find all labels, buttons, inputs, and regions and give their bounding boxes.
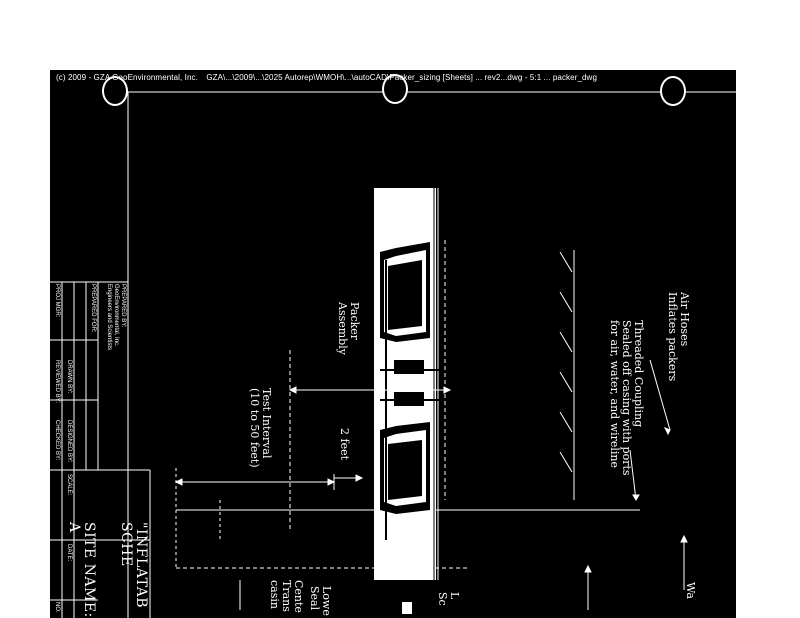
title-block-site-name: SITE NAME: R A	[66, 522, 97, 618]
dimension-lines	[174, 359, 688, 610]
title-block-title: "INFLATAB SCHE	[118, 522, 149, 609]
packer-assembly-shape	[374, 188, 442, 580]
label-water: Wa	[684, 582, 697, 599]
title-block-scale: SCALE:	[66, 474, 72, 496]
binder-ring-right	[660, 76, 686, 106]
binder-ring-left	[102, 76, 128, 106]
title-block-prepared-by: PREPARED BY: GeoEnvironmental, Inc. Engi…	[106, 284, 126, 351]
drawing-file-header: (c) 2009 - GZA GeoEnvironmental, Inc. GZ…	[56, 73, 603, 82]
title-block-checked-by: CHECKED BY:	[54, 420, 60, 461]
label-test-interval: Test Interval(10 to 50 feet)	[248, 388, 273, 468]
title-block-designed-by: DESIGNED BY:	[66, 420, 72, 463]
copyright-text: (c) 2009 - GZA GeoEnvironmental, Inc.	[56, 73, 198, 82]
title-block-drawn-by: DRAWN BY:	[66, 360, 72, 394]
binder-ring-center	[382, 74, 408, 104]
file-path-text: GZA\...\2009\...\2025 Autorep\WMOH\...\a…	[206, 73, 597, 82]
packer-diagram-drawing	[50, 91, 736, 618]
title-block-prepared-for: PREPARED FOR:	[90, 284, 96, 333]
title-block-no: NO.	[54, 602, 60, 613]
title-mark	[402, 602, 412, 614]
casing-hatch	[559, 250, 575, 500]
label-two-feet: 2 feet	[338, 428, 351, 461]
title-block-reviewed-by: REVIEWED BY:	[54, 360, 60, 404]
title-block-proj-mgr: PROJ MGR:	[54, 284, 60, 318]
title-block-frame	[50, 281, 151, 618]
